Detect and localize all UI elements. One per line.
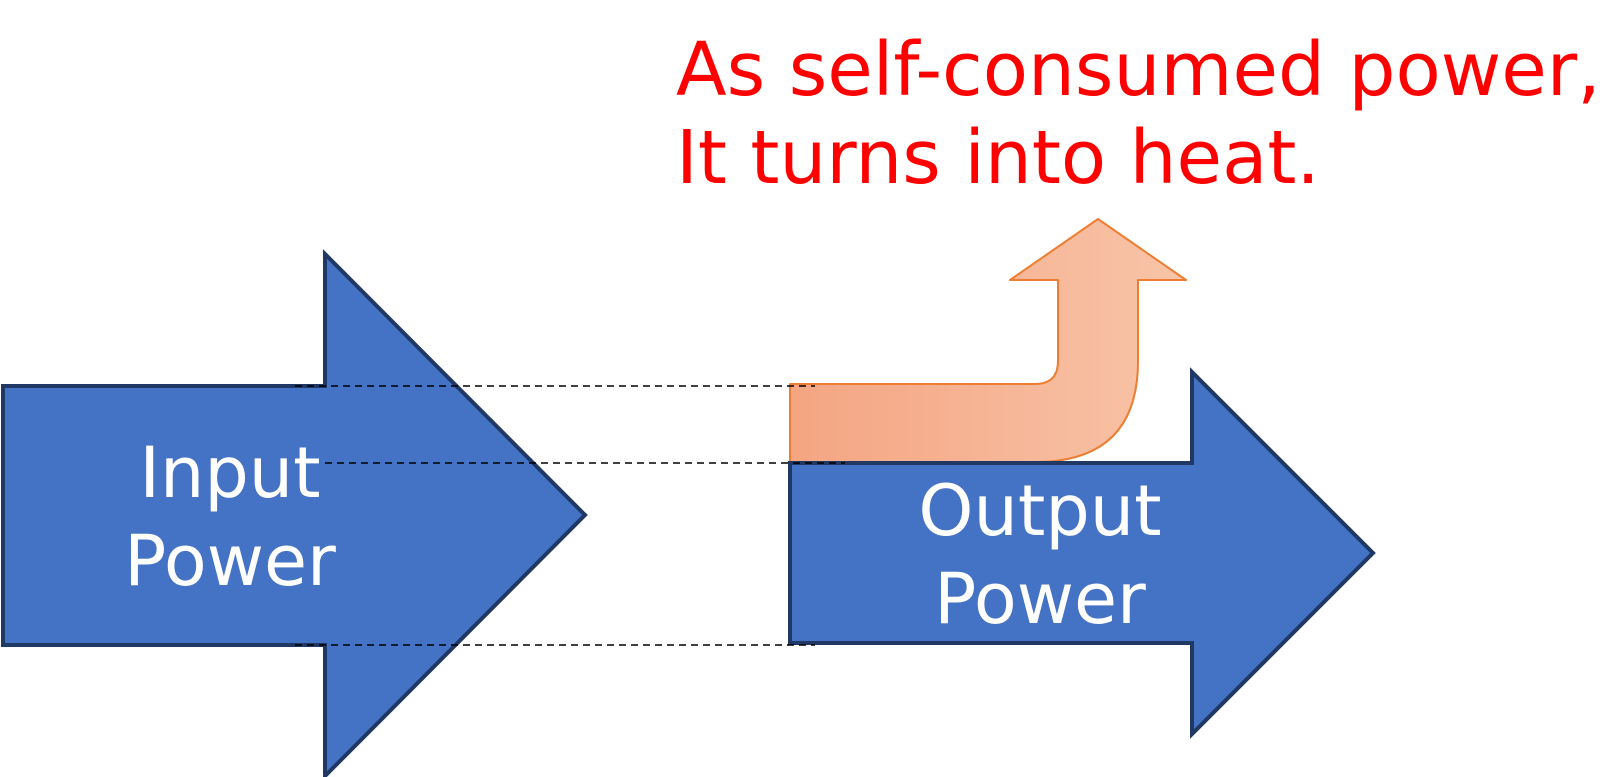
input-power-label-line-2: Power	[124, 520, 336, 602]
output-power-label: Output Power	[840, 467, 1240, 643]
heat-caption-line-1: As self-consumed power,	[676, 27, 1601, 113]
output-power-label-line-1: Output	[918, 470, 1162, 552]
heat-caption-line-2: It turns into heat.	[676, 115, 1320, 201]
input-power-label: Input Power	[40, 429, 420, 605]
heat-loss-arrow	[789, 218, 1187, 463]
output-power-arrow	[788, 367, 1376, 739]
input-power-label-line-1: Input	[139, 432, 321, 514]
heat-caption: As self-consumed power, It turns into he…	[676, 26, 1606, 202]
output-power-label-line-2: Power	[934, 558, 1146, 640]
